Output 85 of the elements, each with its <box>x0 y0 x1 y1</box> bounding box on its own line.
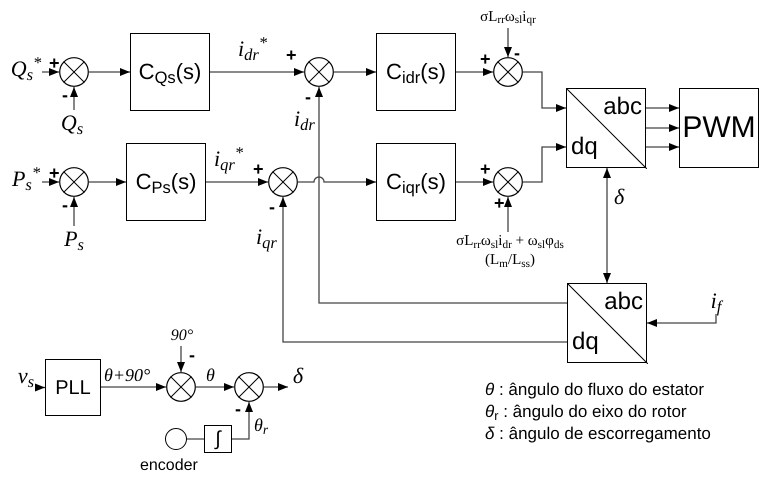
arrow <box>523 71 566 112</box>
sign-label: - <box>189 346 195 364</box>
block-label: C$_{idr}$(s) <box>386 61 446 83</box>
arrow <box>210 68 304 76</box>
arrow <box>35 384 45 392</box>
block-label: PLL <box>55 378 91 398</box>
signal-label: P$_{s}$ <box>64 228 84 250</box>
transfer-block <box>679 88 759 168</box>
arrow <box>42 68 59 76</box>
signal-label: σL$_{rr}$ω$_{sl}$i$_{dr}$ + ω$_{sl}$φ$_{ds}$ (L$_{m}$/L$_{ss}$) <box>455 232 565 270</box>
sign-label: - <box>269 198 275 216</box>
arrow <box>89 68 130 76</box>
sign-label: + <box>49 164 60 182</box>
arrow <box>334 68 376 76</box>
transfer-block <box>126 143 206 221</box>
arrow <box>298 176 376 186</box>
signal-label: δ <box>292 365 304 387</box>
arrow <box>647 314 717 327</box>
sign-label: + <box>49 54 60 72</box>
arrow <box>603 168 611 283</box>
arrow <box>264 383 288 391</box>
edge-label: θ <box>206 366 215 384</box>
sign-label: + <box>480 50 491 68</box>
arrow <box>89 178 126 186</box>
edge-label: θ+90° <box>104 366 150 384</box>
block-label: dq <box>572 330 599 354</box>
block-label: PWM <box>682 113 756 143</box>
summing-junction <box>493 167 523 197</box>
arrow <box>504 28 512 57</box>
transfer-block <box>130 33 210 111</box>
arrow <box>315 87 567 304</box>
sign-label: + <box>480 160 491 178</box>
signal-label: v$_{s}$ <box>18 365 34 387</box>
summing-junction <box>268 167 298 197</box>
edge-label: δ <box>614 186 624 208</box>
arrow <box>646 104 679 112</box>
signal-label: Q$_{s}$ <box>60 112 84 134</box>
arrow <box>456 68 493 76</box>
summing-junction <box>166 372 196 402</box>
arrow <box>279 197 567 343</box>
sign-label: + <box>494 194 505 212</box>
transfer-block <box>45 359 101 416</box>
arrow <box>70 87 78 110</box>
arrow <box>196 383 234 391</box>
arrow <box>70 197 78 226</box>
summing-junction <box>59 167 89 197</box>
sign-label: - <box>62 86 68 104</box>
note-text: θ$_{r}$ : ângulo do eixo do rotor <box>485 403 687 420</box>
block-label: abc <box>604 290 643 314</box>
note-text: δ : ângulo de escorregamento <box>485 425 711 442</box>
arrow <box>42 178 59 186</box>
transfer-block <box>376 33 456 111</box>
arrow <box>646 143 679 151</box>
arrow <box>456 178 493 186</box>
block-label: dq <box>571 135 598 159</box>
transform-block <box>566 88 646 168</box>
arrow <box>646 124 679 132</box>
arrow <box>101 383 166 391</box>
block-label: ∫ <box>215 429 221 449</box>
block-label: abc <box>603 95 642 119</box>
signal-label: σL$_{rr}$ω$_{sl}$i$_{qr}$ <box>480 8 536 26</box>
transfer-block <box>204 425 232 453</box>
node-caption: encoder <box>140 458 198 474</box>
summing-junction <box>234 372 264 402</box>
sign-label: + <box>286 46 297 64</box>
summing-junction <box>59 57 89 87</box>
signal-label: 90° <box>170 328 194 344</box>
transform-block <box>567 283 647 363</box>
block-label: C$_{Ps}$(s) <box>136 171 196 193</box>
arrow <box>232 402 253 440</box>
arrow <box>206 178 268 186</box>
note-text: θ : ângulo do fluxo do estator <box>485 381 704 398</box>
sign-label: + <box>253 160 264 178</box>
transfer-block <box>376 143 456 221</box>
sign-label: - <box>235 400 241 418</box>
edge-label: i$_{dr}$ <box>294 108 315 130</box>
sign-label: - <box>514 44 520 62</box>
edge-label: θ$_{r}$ <box>254 416 268 434</box>
arrow <box>504 197 512 232</box>
arrow <box>523 143 566 183</box>
arrow <box>177 346 185 372</box>
sign-label: - <box>305 88 311 106</box>
summing-junction <box>304 57 334 87</box>
sign-label: - <box>62 196 68 214</box>
summing-junction <box>493 57 523 87</box>
